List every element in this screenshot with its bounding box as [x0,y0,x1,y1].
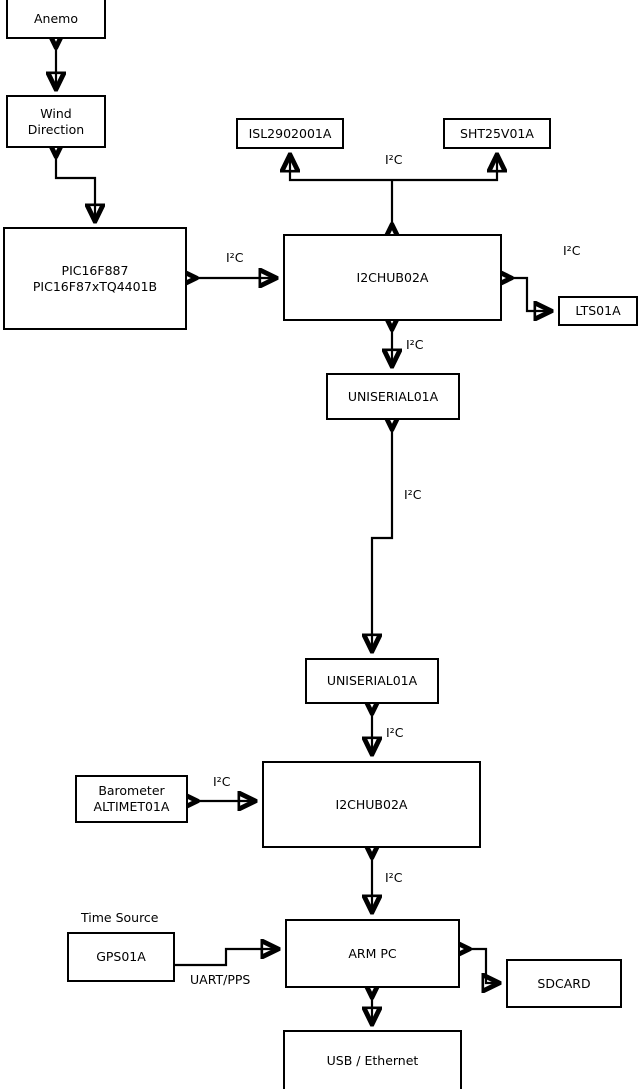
node-barometer[interactable]: Barometer ALTIMET01A [75,775,188,823]
node-uniserial01a-bottom[interactable]: UNISERIAL01A [305,658,439,704]
node-sdcard[interactable]: SDCARD [506,959,622,1008]
edge-label-pic-hub: I²C [226,250,244,265]
node-sht25v01a-label: SHT25V01A [460,125,534,141]
edge-label-hub-uniserial: I²C [406,337,424,352]
edge-armpc-sdcard [468,949,498,983]
edge-label-barometer-hubbot: I²C [213,774,231,789]
node-sdcard-label: SDCARD [537,975,591,991]
edge-label-hub-lts: I²C [563,243,581,258]
node-gps01a[interactable]: GPS01A [67,932,175,982]
node-arm-pc-label: ARM PC [348,945,397,961]
node-uniserial01a-bottom-label: UNISERIAL01A [326,673,418,689]
node-barometer-label: Barometer ALTIMET01A [93,783,170,814]
node-uniserial01a-top-label: UNISERIAL01A [347,388,439,404]
edge-hub-isl [290,156,392,182]
node-i2chub02a-top-label: I2CHUB02A [356,269,429,285]
node-usb-ethernet[interactable]: USB / Ethernet [283,1030,462,1089]
edge-gps-armpc [175,949,277,967]
node-lts01a-label: LTS01A [575,303,621,319]
node-isl2902001a[interactable]: ISL2902001A [236,118,344,149]
node-gps01a-label: GPS01A [96,949,146,965]
edge-label-hub-sensors: I²C [385,152,403,167]
edge-label-uniserial-link: I²C [404,487,422,502]
edge-hub-sht [392,156,497,182]
node-i2chub02a-bottom[interactable]: I2CHUB02A [262,761,481,848]
node-pic-mcu[interactable]: PIC16F887 PIC16F87xTQ4401B [3,227,187,330]
caption-time-source: Time Source [81,910,159,925]
node-usb-ethernet-label: USB / Ethernet [326,1052,419,1068]
node-uniserial01a-top[interactable]: UNISERIAL01A [326,373,460,420]
edge-uniserial-link [372,428,392,650]
node-arm-pc[interactable]: ARM PC [285,919,460,988]
edge-label-gps-armpc: UART/PPS [190,972,251,987]
node-i2chub02a-bottom-label: I2CHUB02A [335,796,408,812]
node-sht25v01a[interactable]: SHT25V01A [443,118,551,149]
node-i2chub02a-top[interactable]: I2CHUB02A [283,234,502,321]
node-lts01a[interactable]: LTS01A [558,296,638,326]
node-wind-direction[interactable]: Wind Direction [6,95,106,148]
node-pic-mcu-label: PIC16F887 PIC16F87xTQ4401B [32,262,158,294]
node-anemo[interactable]: Anemo [6,0,106,39]
edge-label-hubbot-armpc: I²C [385,870,403,885]
node-isl2902001a-label: ISL2902001A [248,125,332,141]
edge-pic-wind [56,155,95,220]
edge-label-uniserial-hubbot: I²C [386,725,404,740]
node-anemo-label: Anemo [34,10,78,26]
node-wind-direction-label: Wind Direction [27,105,85,137]
edge-hub-lts [510,278,550,311]
